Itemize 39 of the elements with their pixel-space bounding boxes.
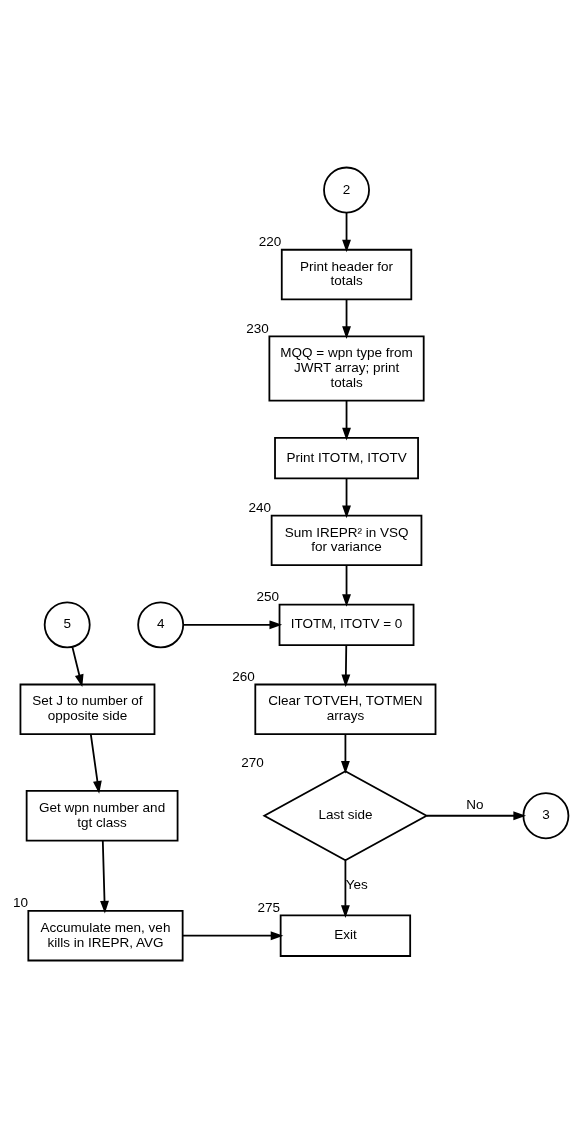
- node-box: MQQ = wpn type from JWRT array; print totals: [268, 335, 425, 402]
- arrow: [181, 931, 284, 941]
- node-box: ITOTM, ITOTV = 0: [278, 603, 415, 646]
- arrow: [425, 811, 526, 821]
- arrow: [341, 733, 350, 774]
- node-box: Clear TOTVEH, TOTMEN arrays: [254, 683, 437, 735]
- node-box: Print header for totals: [280, 248, 413, 301]
- arrow: [182, 620, 283, 630]
- node-label: 260: [232, 668, 255, 684]
- arrow: [342, 298, 351, 339]
- node-circle: 4: [137, 601, 185, 649]
- node-label: 220: [258, 233, 282, 249]
- node-box: Accumulate men, veh kills in IREPR, AVG: [27, 910, 184, 962]
- node-label: 250: [256, 588, 279, 604]
- arrow: [342, 564, 351, 607]
- node-label: 10: [12, 895, 28, 911]
- edge-label: No: [466, 796, 484, 812]
- arrow: [341, 859, 350, 918]
- node-circle: 5: [43, 601, 91, 649]
- node-diamond: Last side: [262, 770, 429, 862]
- node-label: 240: [248, 499, 272, 515]
- node-box: Print ITOTM, ITOTV: [274, 436, 419, 480]
- node-box: Get wpn number and tgt class: [25, 790, 179, 842]
- node-box: Set J to number of opposite side: [19, 683, 156, 735]
- arrow: [342, 477, 351, 519]
- edge-label: Yes: [345, 877, 368, 893]
- node-box: Exit: [279, 914, 412, 957]
- arrow: [100, 839, 109, 914]
- arrow: [341, 644, 351, 688]
- arrow: [71, 646, 84, 688]
- arrow: [342, 211, 351, 253]
- node-circle: 3: [522, 792, 570, 840]
- node-box: Sum IREPR² in VSQ for variance: [270, 514, 423, 567]
- arrow: [342, 399, 351, 441]
- node-label: 275: [257, 899, 281, 915]
- node-label: 270: [241, 755, 264, 771]
- node-label: 230: [246, 320, 269, 336]
- arrow: [89, 733, 102, 794]
- node-circle: 2: [323, 166, 370, 214]
